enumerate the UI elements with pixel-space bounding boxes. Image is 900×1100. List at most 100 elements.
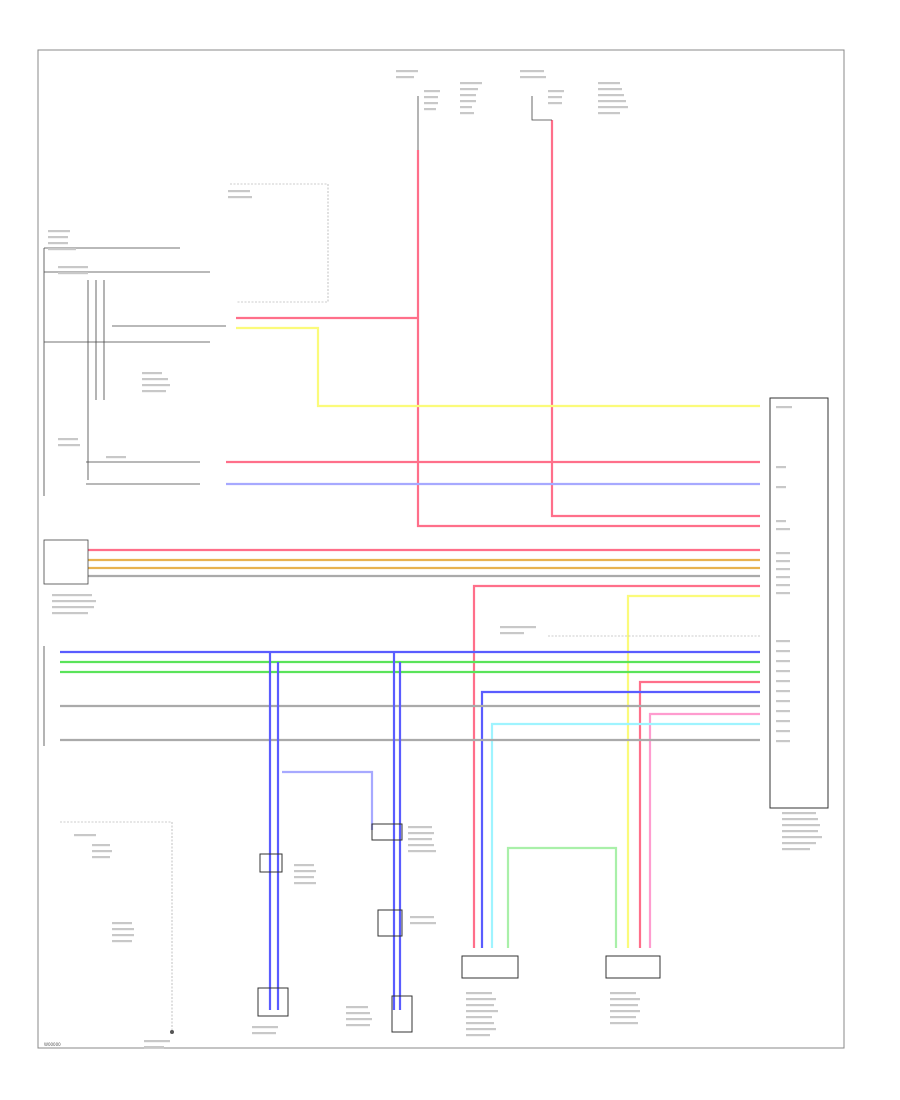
illegible-label — [424, 96, 438, 99]
tiny-labels — [48, 70, 822, 1049]
illegible-label — [460, 106, 472, 109]
illegible-label — [408, 826, 432, 829]
illegible-label — [598, 106, 628, 109]
illegible-label — [466, 998, 496, 1001]
illegible-label — [460, 88, 478, 91]
illegible-label — [466, 1016, 492, 1019]
illegible-label — [346, 1006, 368, 1009]
illegible-label — [294, 876, 314, 879]
illegible-label — [58, 266, 88, 269]
schematic-lines — [43, 96, 829, 1032]
illegible-label — [410, 922, 436, 925]
illegible-label — [142, 378, 168, 381]
illegible-label — [460, 82, 482, 85]
illegible-label — [142, 390, 166, 393]
illegible-label — [776, 690, 790, 693]
fuse-stub-b — [531, 96, 552, 121]
illegible-label — [408, 850, 436, 853]
illegible-label — [776, 406, 792, 409]
wire-yellow-down — [626, 594, 760, 948]
illegible-label — [52, 606, 94, 609]
illegible-label — [74, 834, 96, 837]
illegible-label — [598, 88, 622, 91]
ground-drop — [60, 821, 173, 1032]
illegible-label — [48, 242, 68, 245]
illegible-label — [408, 844, 434, 847]
illegible-label — [782, 848, 810, 851]
wires — [60, 120, 760, 1010]
illegible-label — [460, 94, 476, 97]
illegible-label — [598, 100, 626, 103]
illegible-label — [92, 850, 112, 853]
illegible-label — [424, 108, 436, 111]
illegible-label — [776, 640, 790, 643]
ground-symbol — [170, 1030, 174, 1034]
illegible-label — [776, 660, 790, 663]
illegible-label — [610, 1010, 640, 1013]
diagram-code: W00000 — [44, 1042, 61, 1047]
illegible-label — [466, 1010, 498, 1013]
illegible-label — [58, 444, 80, 447]
illegible-label — [776, 552, 790, 555]
illegible-label — [776, 560, 790, 563]
illegible-label — [776, 700, 790, 703]
illegible-label — [346, 1018, 372, 1021]
illegible-label — [782, 836, 822, 839]
illegible-label — [106, 456, 126, 459]
components — [170, 823, 661, 1034]
illegible-label — [610, 992, 636, 995]
diagram-frame — [37, 49, 845, 1049]
illegible-label — [776, 592, 790, 595]
connector-lower-right — [605, 955, 661, 979]
illegible-label — [782, 830, 818, 833]
illegible-label — [782, 818, 818, 821]
ground-lead — [230, 183, 329, 303]
illegible-label — [112, 940, 132, 943]
illegible-label — [52, 612, 88, 615]
illegible-label — [776, 710, 790, 713]
wire-lightblue-jog — [282, 770, 374, 830]
illegible-label — [48, 248, 76, 251]
sensor-box-mid-2 — [377, 909, 403, 937]
illegible-label — [424, 90, 440, 93]
wire-yellow-a — [236, 326, 760, 408]
illegible-label — [598, 82, 620, 85]
illegible-label — [144, 1040, 170, 1043]
left-ground-line — [86, 461, 200, 485]
illegible-label — [144, 1046, 164, 1049]
illegible-label — [598, 112, 620, 115]
illegible-label — [408, 832, 434, 835]
illegible-label — [48, 230, 70, 233]
illegible-label — [396, 76, 414, 79]
illegible-label — [548, 90, 564, 93]
illegible-label — [294, 870, 316, 873]
illegible-label — [782, 812, 816, 815]
sensor-box-left — [259, 853, 283, 873]
illegible-label — [466, 1022, 494, 1025]
illegible-label — [396, 70, 418, 73]
wire-red-down — [472, 584, 760, 948]
wire-red-right — [638, 680, 760, 948]
illegible-label — [610, 1016, 636, 1019]
illegible-label — [610, 998, 640, 1001]
illegible-label — [782, 824, 820, 827]
illegible-label — [776, 568, 790, 571]
illegible-label — [776, 650, 790, 653]
illegible-label — [776, 730, 790, 733]
illegible-label — [112, 922, 132, 925]
illegible-label — [460, 100, 476, 103]
illegible-label — [776, 584, 790, 587]
illegible-label — [252, 1026, 278, 1029]
sensor-box-mid-bottom — [391, 995, 413, 1033]
illegible-label — [466, 1004, 494, 1007]
illegible-label — [48, 236, 68, 239]
illegible-label — [548, 96, 562, 99]
illegible-label — [346, 1012, 370, 1015]
illegible-label — [500, 632, 524, 635]
wire-cyan-right — [490, 722, 760, 948]
illegible-label — [112, 934, 134, 937]
sensor-box-mid — [371, 823, 403, 841]
illegible-label — [252, 1032, 276, 1035]
illegible-label — [58, 438, 78, 441]
